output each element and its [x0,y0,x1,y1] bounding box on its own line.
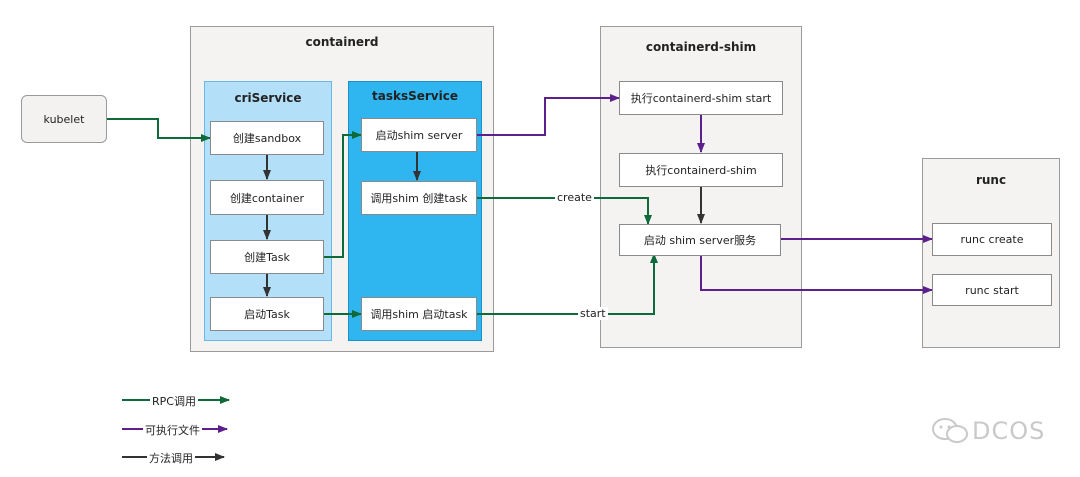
tasks-service-title: tasksService [372,89,458,103]
edge-create-task-to-start-shim-server [324,131,362,258]
legend-exec-label: 可执行文件 [143,422,202,438]
wechat-icon [932,418,968,443]
edge-shim-create-task-to-shim-server [477,197,652,225]
edge-kubelet-to-create-sandbox [107,118,211,142]
edge-start-shim-to-exec-shim-start [477,94,620,136]
edge-label-create: create [555,191,594,204]
legend-rpc-label: RPC调用 [150,393,198,409]
start-task-node: 启动Task [210,297,324,331]
create-container-node: 创建container [210,180,324,215]
exec-shim-start-node: 执行containerd-shim start [619,81,783,115]
exec-shim-node: 执行containerd-shim [619,153,783,187]
kubelet-node: kubelet [21,95,107,143]
containerd-shim-title: containerd-shim [645,40,757,54]
shim-start-task-node: 调用shim 启动task [361,297,477,331]
runc-title: runc [975,173,1007,187]
create-sandbox-node: 创建sandbox [210,121,324,155]
runc-create-node: runc create [932,223,1052,256]
edge-shim-start-task-to-shim-server [477,253,658,315]
runc-start-node: runc start [932,274,1052,306]
start-shim-server-node: 启动shim server [361,118,477,152]
create-task-node: 创建Task [210,240,324,274]
cri-service-title: criService [234,91,302,105]
watermark-text: DCOS [972,417,1046,445]
edge-shim-server-to-runc-start [700,256,933,294]
shim-server-service-node: 启动 shim server服务 [619,224,781,256]
containerd-title: containerd [305,35,379,49]
legend-method-label: 方法调用 [147,450,195,466]
watermark: DCOS [930,416,1045,446]
shim-create-task-node: 调用shim 创建task [361,181,477,215]
edge-label-start: start [578,307,608,320]
